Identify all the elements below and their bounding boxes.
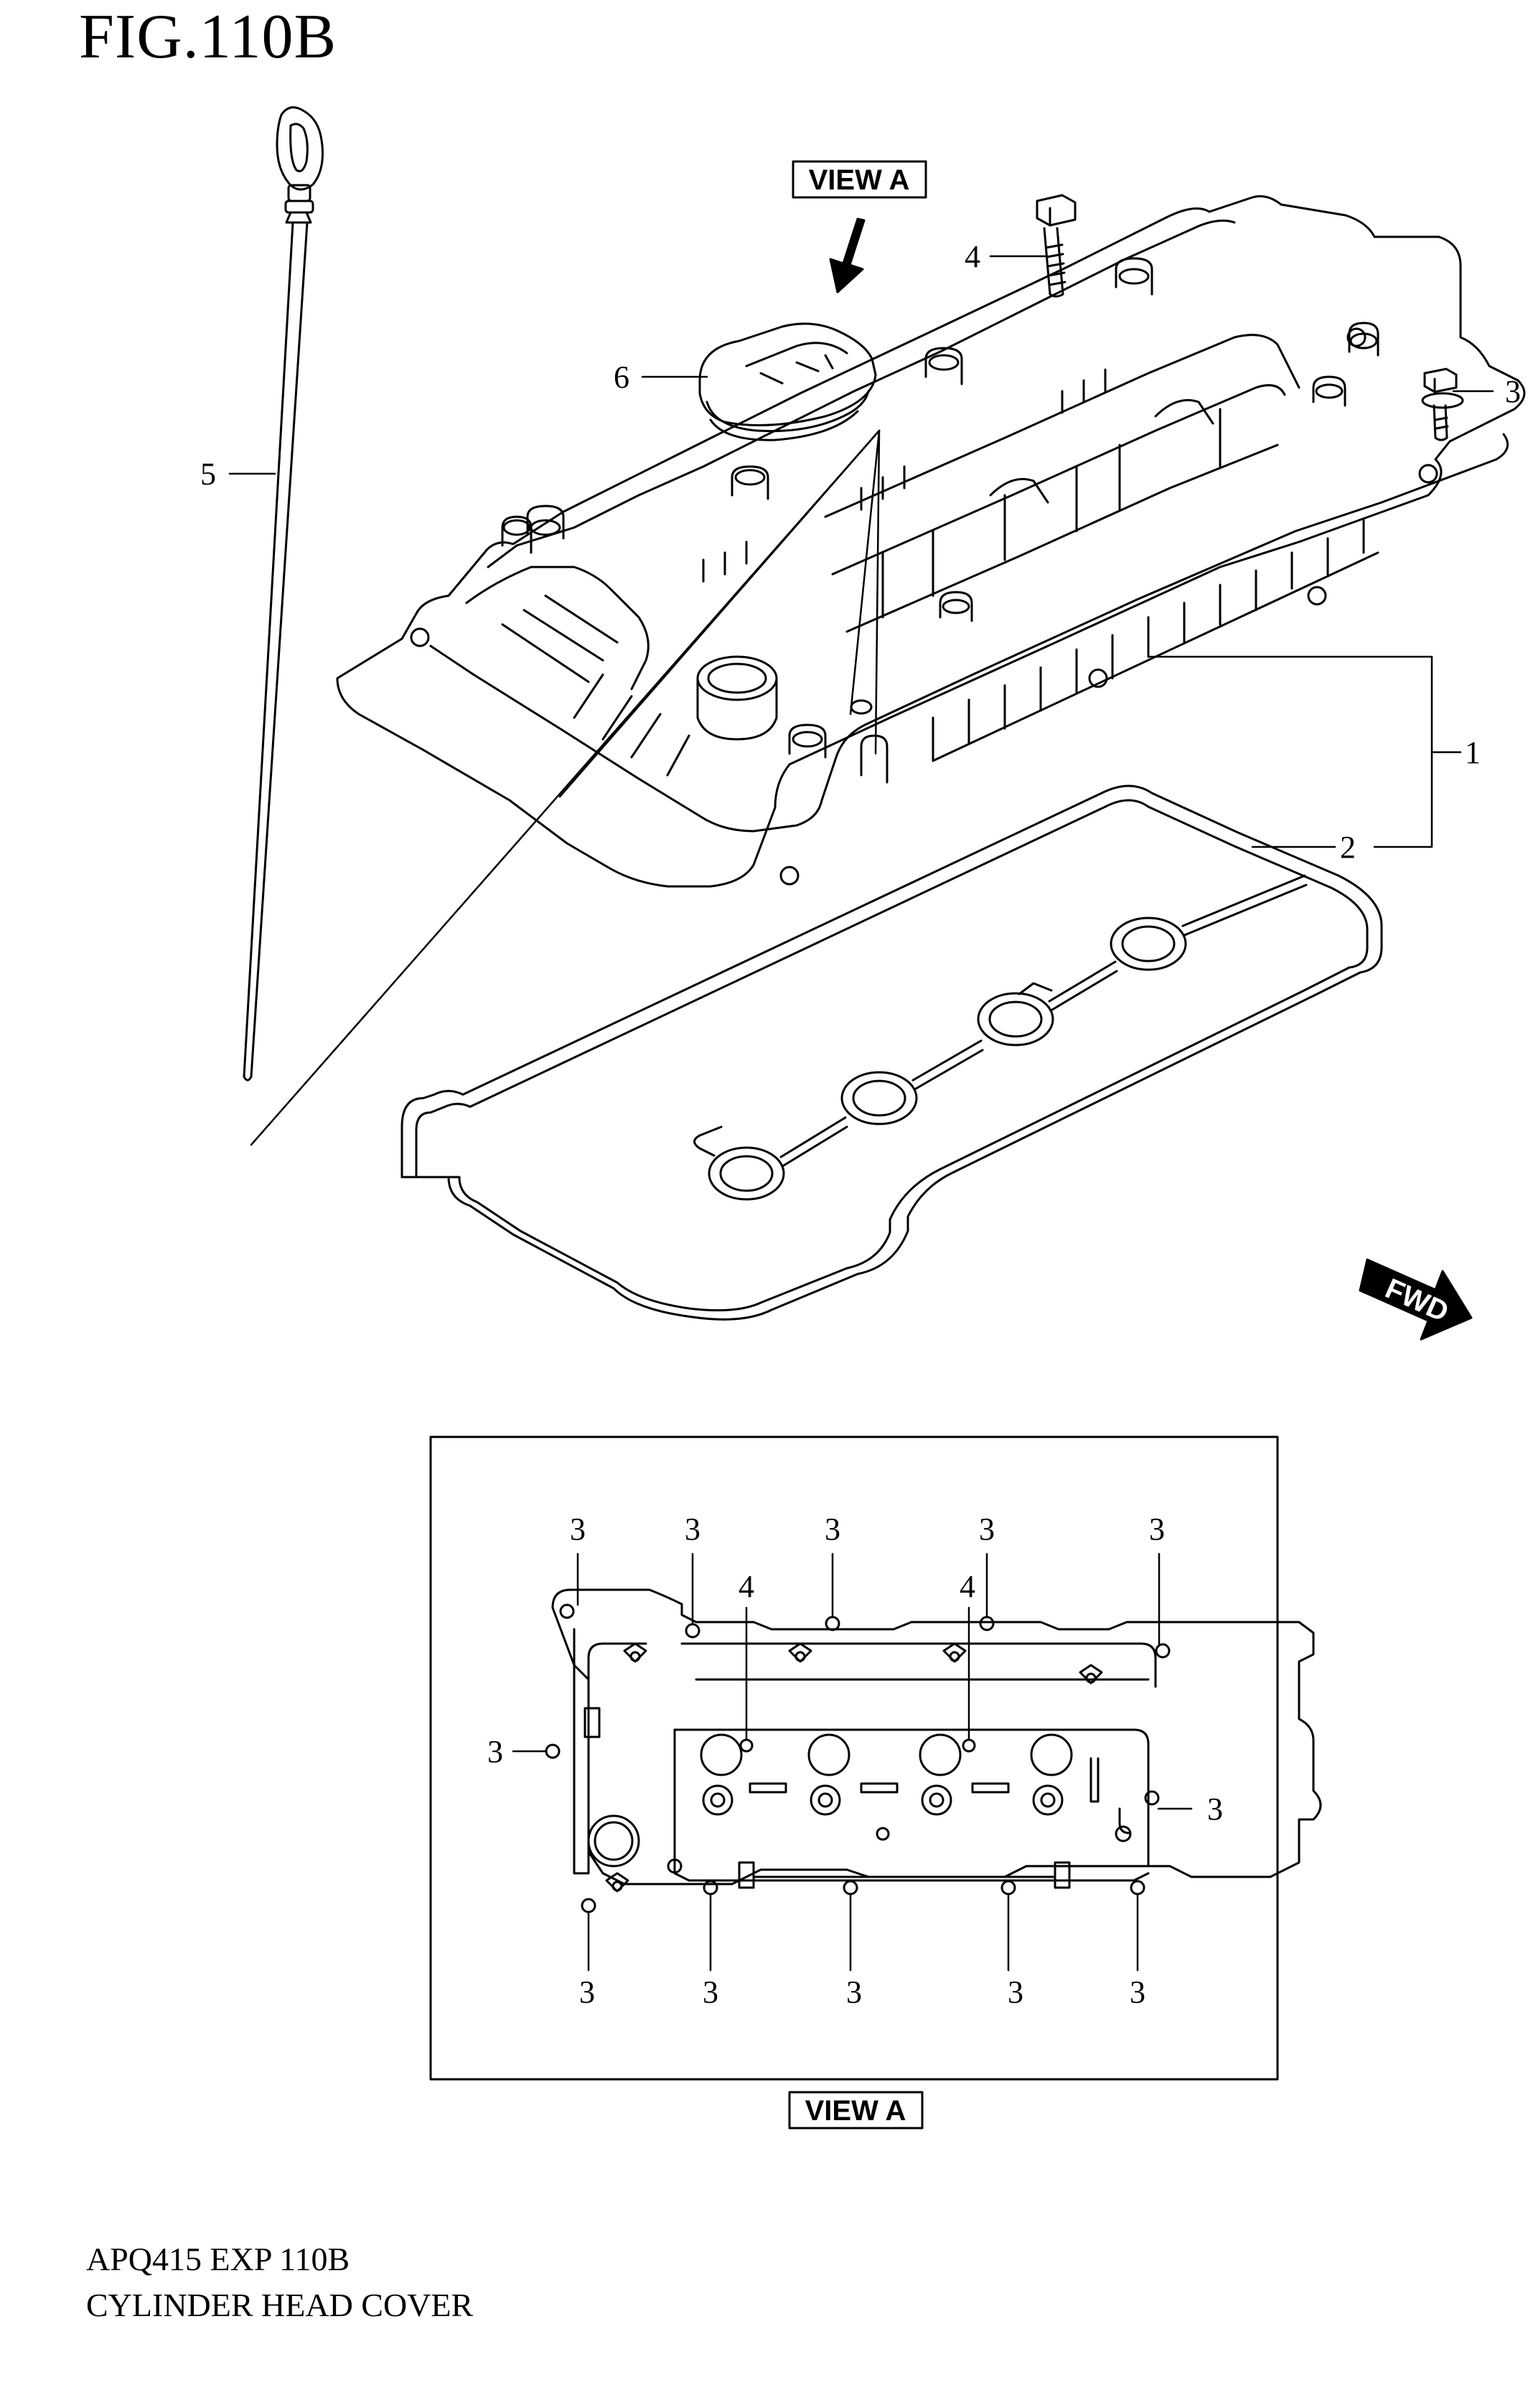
detail-bottom-callout: 3 [703, 1974, 718, 2010]
figure-name: CYLINDER HEAD COVER [86, 2287, 474, 2323]
view-a-label-bottom: VIEW A [805, 2095, 906, 2127]
callout-5-dipstick: 5 [200, 456, 216, 492]
cylinder-head-cover [336, 195, 1526, 888]
flange-bolt [1421, 367, 1464, 441]
detail-bottom-callout: 3 [1008, 1974, 1023, 2010]
callout-3-bolt: 3 [1505, 374, 1521, 409]
view-a-label-top: VIEW A [809, 164, 910, 196]
detail-top-callout: 3 [825, 1512, 840, 1547]
callout-6-oil-cap: 6 [614, 360, 629, 395]
detail-side-callout: 3 [1207, 1791, 1223, 1827]
callout-1-cover: 1 [1465, 735, 1481, 770]
detail-side-callout: 3 [487, 1734, 503, 1769]
detail-inner-callout: 4 [960, 1569, 975, 1604]
detail-top-callout: 3 [570, 1512, 586, 1547]
cylinder-head-cover-gasket [400, 784, 1383, 1321]
callout-leaders [228, 255, 1494, 1146]
detail-top-callout: 3 [979, 1512, 995, 1547]
detail-inner-callout: 4 [739, 1569, 754, 1604]
detail-callout-leaders [512, 1552, 1193, 1972]
cover-top-view [545, 1588, 1322, 1913]
view-a-label-frame-top [792, 160, 927, 199]
detail-bottom-callout: 3 [1130, 1974, 1145, 2010]
long-bolt [1036, 194, 1077, 298]
callout-4-bolt: 4 [965, 239, 980, 274]
plug-hole-seals [708, 917, 1187, 1201]
view-direction-arrow [829, 217, 866, 294]
forward-direction-arrow [1359, 1258, 1473, 1341]
callout-2-gasket: 2 [1340, 830, 1356, 865]
view-a-detail-frame [429, 1435, 1279, 2081]
detail-top-callout: 3 [685, 1512, 700, 1547]
detail-bottom-callout: 3 [846, 1974, 862, 2010]
figure-code: APQ415 EXP 110B [86, 2241, 350, 2277]
oil-level-dipstick [243, 106, 324, 1082]
view-a-label-frame-bottom [788, 2091, 924, 2130]
oil-filler-cap [698, 322, 877, 441]
detail-top-callout: 3 [1149, 1512, 1165, 1547]
detail-bottom-callout: 3 [579, 1974, 595, 2010]
figure-title: FIG.110B [79, 2, 337, 72]
